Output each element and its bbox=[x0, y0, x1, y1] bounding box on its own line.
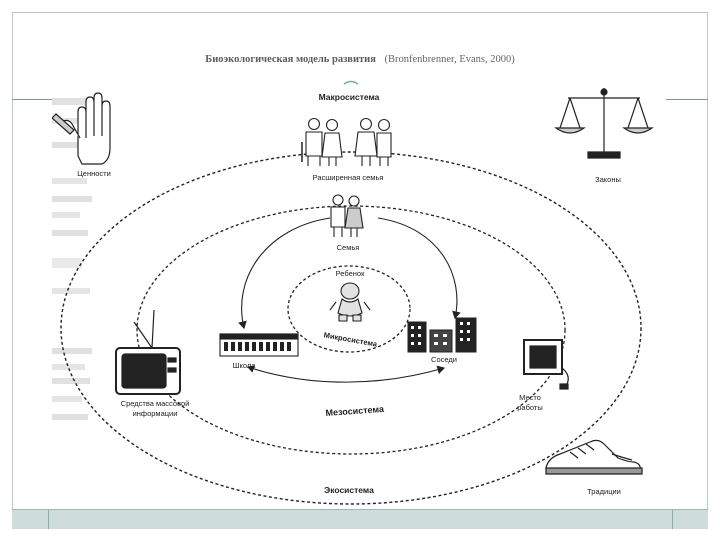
monitor-icon bbox=[523, 339, 569, 390]
macrosystem-label: Макросистема bbox=[319, 92, 380, 102]
exosystem-label: Экосистема bbox=[324, 485, 374, 495]
top-arc-symbol bbox=[343, 80, 359, 85]
arrow-family-school bbox=[238, 217, 331, 330]
arrow-school-neighbors bbox=[247, 365, 446, 383]
tv-icon bbox=[115, 309, 181, 395]
extended-family-icon bbox=[301, 117, 392, 166]
neighbors-label: Соседи bbox=[431, 355, 457, 364]
media-label-line2: информации bbox=[133, 409, 178, 418]
school-icon bbox=[219, 333, 299, 357]
family-icon bbox=[330, 194, 364, 237]
child-label: Ребенок bbox=[336, 269, 365, 278]
workplace-label-line1: Место bbox=[519, 393, 541, 402]
values-label: Ценности bbox=[77, 169, 111, 178]
neighbors-icon bbox=[407, 317, 477, 353]
slide-footer-bar bbox=[12, 509, 708, 529]
scales-icon bbox=[554, 88, 654, 159]
top-rule-right bbox=[665, 99, 708, 100]
arrow-family-neighbors bbox=[377, 217, 461, 320]
microsystem-label: Микросистема bbox=[323, 330, 379, 348]
traditions-label: Традиции bbox=[587, 487, 621, 496]
slide-title: Биоэкологическая модель развития (Bronfe… bbox=[0, 54, 720, 65]
macrosystem-circle bbox=[60, 151, 642, 505]
faint-background-text bbox=[52, 98, 92, 420]
hand-icon bbox=[51, 92, 111, 165]
shoe-icon bbox=[545, 439, 643, 475]
family-label: Семья bbox=[337, 243, 360, 252]
laws-label: Законы bbox=[595, 175, 621, 184]
extended-family-label: Расширенная семья bbox=[313, 173, 384, 182]
mesosystem-label: Мезосистема bbox=[325, 404, 385, 418]
exosystem-circle bbox=[136, 205, 566, 455]
title-main: Биоэкологическая модель развития bbox=[205, 54, 376, 65]
top-rule-left bbox=[12, 99, 56, 100]
ecological-model-diagram: Макросистема Экосистема Мезосистема Микр… bbox=[51, 78, 666, 508]
microsystem-circle bbox=[287, 265, 411, 353]
media-label-line1: Средства массовой bbox=[121, 399, 190, 408]
title-reference: (Bronfenbrenner, Evans, 2000) bbox=[384, 54, 515, 65]
diagram-svg: Макросистема Экосистема Мезосистема Микр… bbox=[51, 80, 654, 505]
school-label: Школа bbox=[233, 361, 257, 370]
child-icon bbox=[329, 282, 371, 322]
workplace-label-line2: работы bbox=[517, 403, 542, 412]
